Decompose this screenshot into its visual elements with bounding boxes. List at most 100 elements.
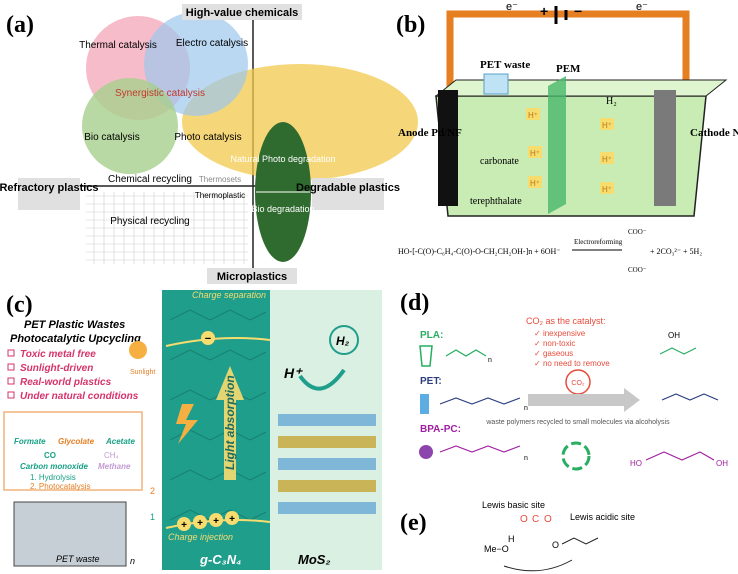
check-item: ✓ inexpensive	[534, 329, 586, 338]
bullet-text: Real-world plastics	[20, 377, 112, 388]
step-number-1: 1	[150, 512, 155, 522]
panel-b-label: (b)	[396, 12, 425, 38]
electron-left-label: e⁻	[506, 1, 518, 13]
charge-injection-label: Charge injection	[168, 532, 233, 542]
bullet-box	[7, 363, 15, 371]
bullet-text: Toxic metal free	[20, 349, 96, 360]
coo-top-label: COO⁻	[628, 228, 647, 236]
panel-a-label: (a)	[6, 12, 34, 38]
check-item: ✓ no need to remove	[534, 359, 610, 368]
panel-c-label: (c)	[6, 292, 33, 318]
process-arrow	[528, 388, 640, 412]
bullet-box	[7, 391, 15, 399]
hole-sign: +	[197, 518, 203, 529]
hole-sign: +	[213, 516, 219, 527]
pla-label: PLA:	[420, 330, 443, 341]
panel-c-title-line1: PET Plastic Wastes	[24, 319, 125, 331]
bio-catalysis-circle	[82, 78, 178, 174]
mos2-label: MoS₂	[298, 552, 330, 567]
bullet-box	[7, 349, 15, 357]
mos2-layers	[278, 414, 376, 514]
gcn-label: g-C₃N₄	[199, 552, 241, 567]
carbonate-label: carbonate	[480, 156, 519, 167]
attack-arrow	[503, 559, 573, 572]
step-number-2: 2	[150, 486, 155, 496]
cathode-label: Cathode NF	[690, 127, 738, 139]
panel-d-label: (d)	[400, 290, 429, 316]
axis-top-label: High-value chemicals	[186, 7, 299, 19]
pet-label: PET:	[420, 376, 442, 387]
hole-sign: +	[229, 514, 235, 525]
panel-b: (b) + − e⁻ e⁻ PET waste PEM H₂ Anode Pd/…	[396, 1, 738, 274]
proton-badge	[600, 118, 614, 130]
cell-top-face	[434, 79, 728, 97]
chemical-recycling-label: Chemical recycling	[108, 174, 192, 185]
bio-degradation-label: Bio degradation	[251, 204, 314, 214]
meo-label: Me−O	[484, 544, 509, 554]
bpa-oh-label: OH	[716, 459, 728, 468]
proton-badge	[528, 146, 542, 158]
lewis-acidic-site-label: Lewis acidic site	[570, 512, 635, 522]
equation-arrow-label: Electroreforming	[574, 238, 623, 246]
synergistic-catalysis-label: Synergistic catalysis	[115, 88, 205, 99]
disc-icon	[419, 445, 433, 459]
hole-sign: +	[181, 520, 187, 531]
axis-bottom-label: Microplastics	[217, 271, 287, 283]
bpa-structure	[439, 445, 521, 453]
pet-bottles-icon	[483, 73, 509, 95]
check-item: ✓ non-toxic	[534, 339, 575, 348]
battery-minus: −	[574, 3, 582, 19]
equation-right: + 2CO₃²⁻ + 5H₂	[650, 247, 702, 256]
proton-badge	[528, 176, 542, 188]
pet-waste-photo	[13, 501, 127, 567]
co2-catalyst-title: CO₂ as the catalyst:	[526, 316, 606, 326]
equation-left: HO-[-C(O)-C₆H₄-C(O)-O-CH₂CH₂OH-]n + 6OH⁻	[398, 247, 561, 256]
battery-plus: +	[540, 3, 548, 19]
h2-label: H₂	[336, 334, 350, 348]
co2-o-right: O	[544, 514, 552, 525]
proton-label: H⁺	[528, 111, 538, 120]
panel-e-label: (e)	[400, 510, 427, 536]
panel-a: (a) High-value chemicals	[0, 4, 418, 284]
bisphenol-a-structure	[645, 451, 715, 461]
axis-right-label: Degradable plastics	[296, 182, 400, 194]
bio-catalysis-label: Bio catalysis	[84, 132, 140, 143]
sunlight-label: Sunlight	[130, 369, 155, 376]
light-absorption-arrow	[216, 366, 244, 480]
charge-separation-label: Charge separation	[192, 290, 266, 300]
lightning-icon	[176, 404, 198, 444]
panel-c-title-line2: Photocatalytic Upcycling	[10, 333, 141, 345]
hydrolysis-step: 1. Hydrolysis	[30, 473, 76, 482]
bottle-icon	[420, 394, 429, 414]
anode-electrode	[438, 90, 458, 206]
cup-icon	[419, 345, 433, 367]
co2-o-left: O	[520, 514, 528, 525]
ch4-label: CH₄	[104, 451, 119, 460]
cathode-electrode	[654, 90, 676, 206]
methane-label: Methane	[98, 462, 131, 471]
lewis-basic-site-label: Lewis basic site	[482, 500, 545, 510]
axis-right-box	[312, 178, 384, 210]
panel-c: (c) PET Plastic Wastes Photocatalytic Up…	[3, 290, 382, 570]
h-plus-label: H⁺	[284, 365, 303, 381]
pet-structure	[439, 397, 521, 405]
co2-c: C	[532, 514, 539, 525]
reaction-arrow	[298, 368, 346, 391]
terephthalate-label: terephthalate	[470, 196, 522, 207]
recycle-icon	[561, 441, 591, 471]
pem-label: PEM	[556, 63, 581, 75]
electro-catalysis-label: Electro catalysis	[176, 38, 248, 49]
hole-icon	[209, 513, 223, 527]
acetate-label: Acetate	[105, 437, 135, 446]
recycling-grid	[86, 192, 248, 264]
electron-icon	[201, 331, 215, 345]
co2-checks: ✓ inexpensive ✓ non-toxic ✓ gaseous ✓ no…	[534, 329, 610, 368]
check-item: ✓ gaseous	[534, 349, 573, 358]
gcn-panel	[162, 290, 270, 570]
hole-icon	[225, 511, 239, 525]
h2-label: H₂	[606, 96, 617, 107]
bpa-repeat-n: n	[524, 455, 528, 462]
proton-label: H⁺	[530, 179, 540, 188]
formate-label: Formate	[14, 437, 46, 446]
pem-membrane	[548, 76, 566, 214]
